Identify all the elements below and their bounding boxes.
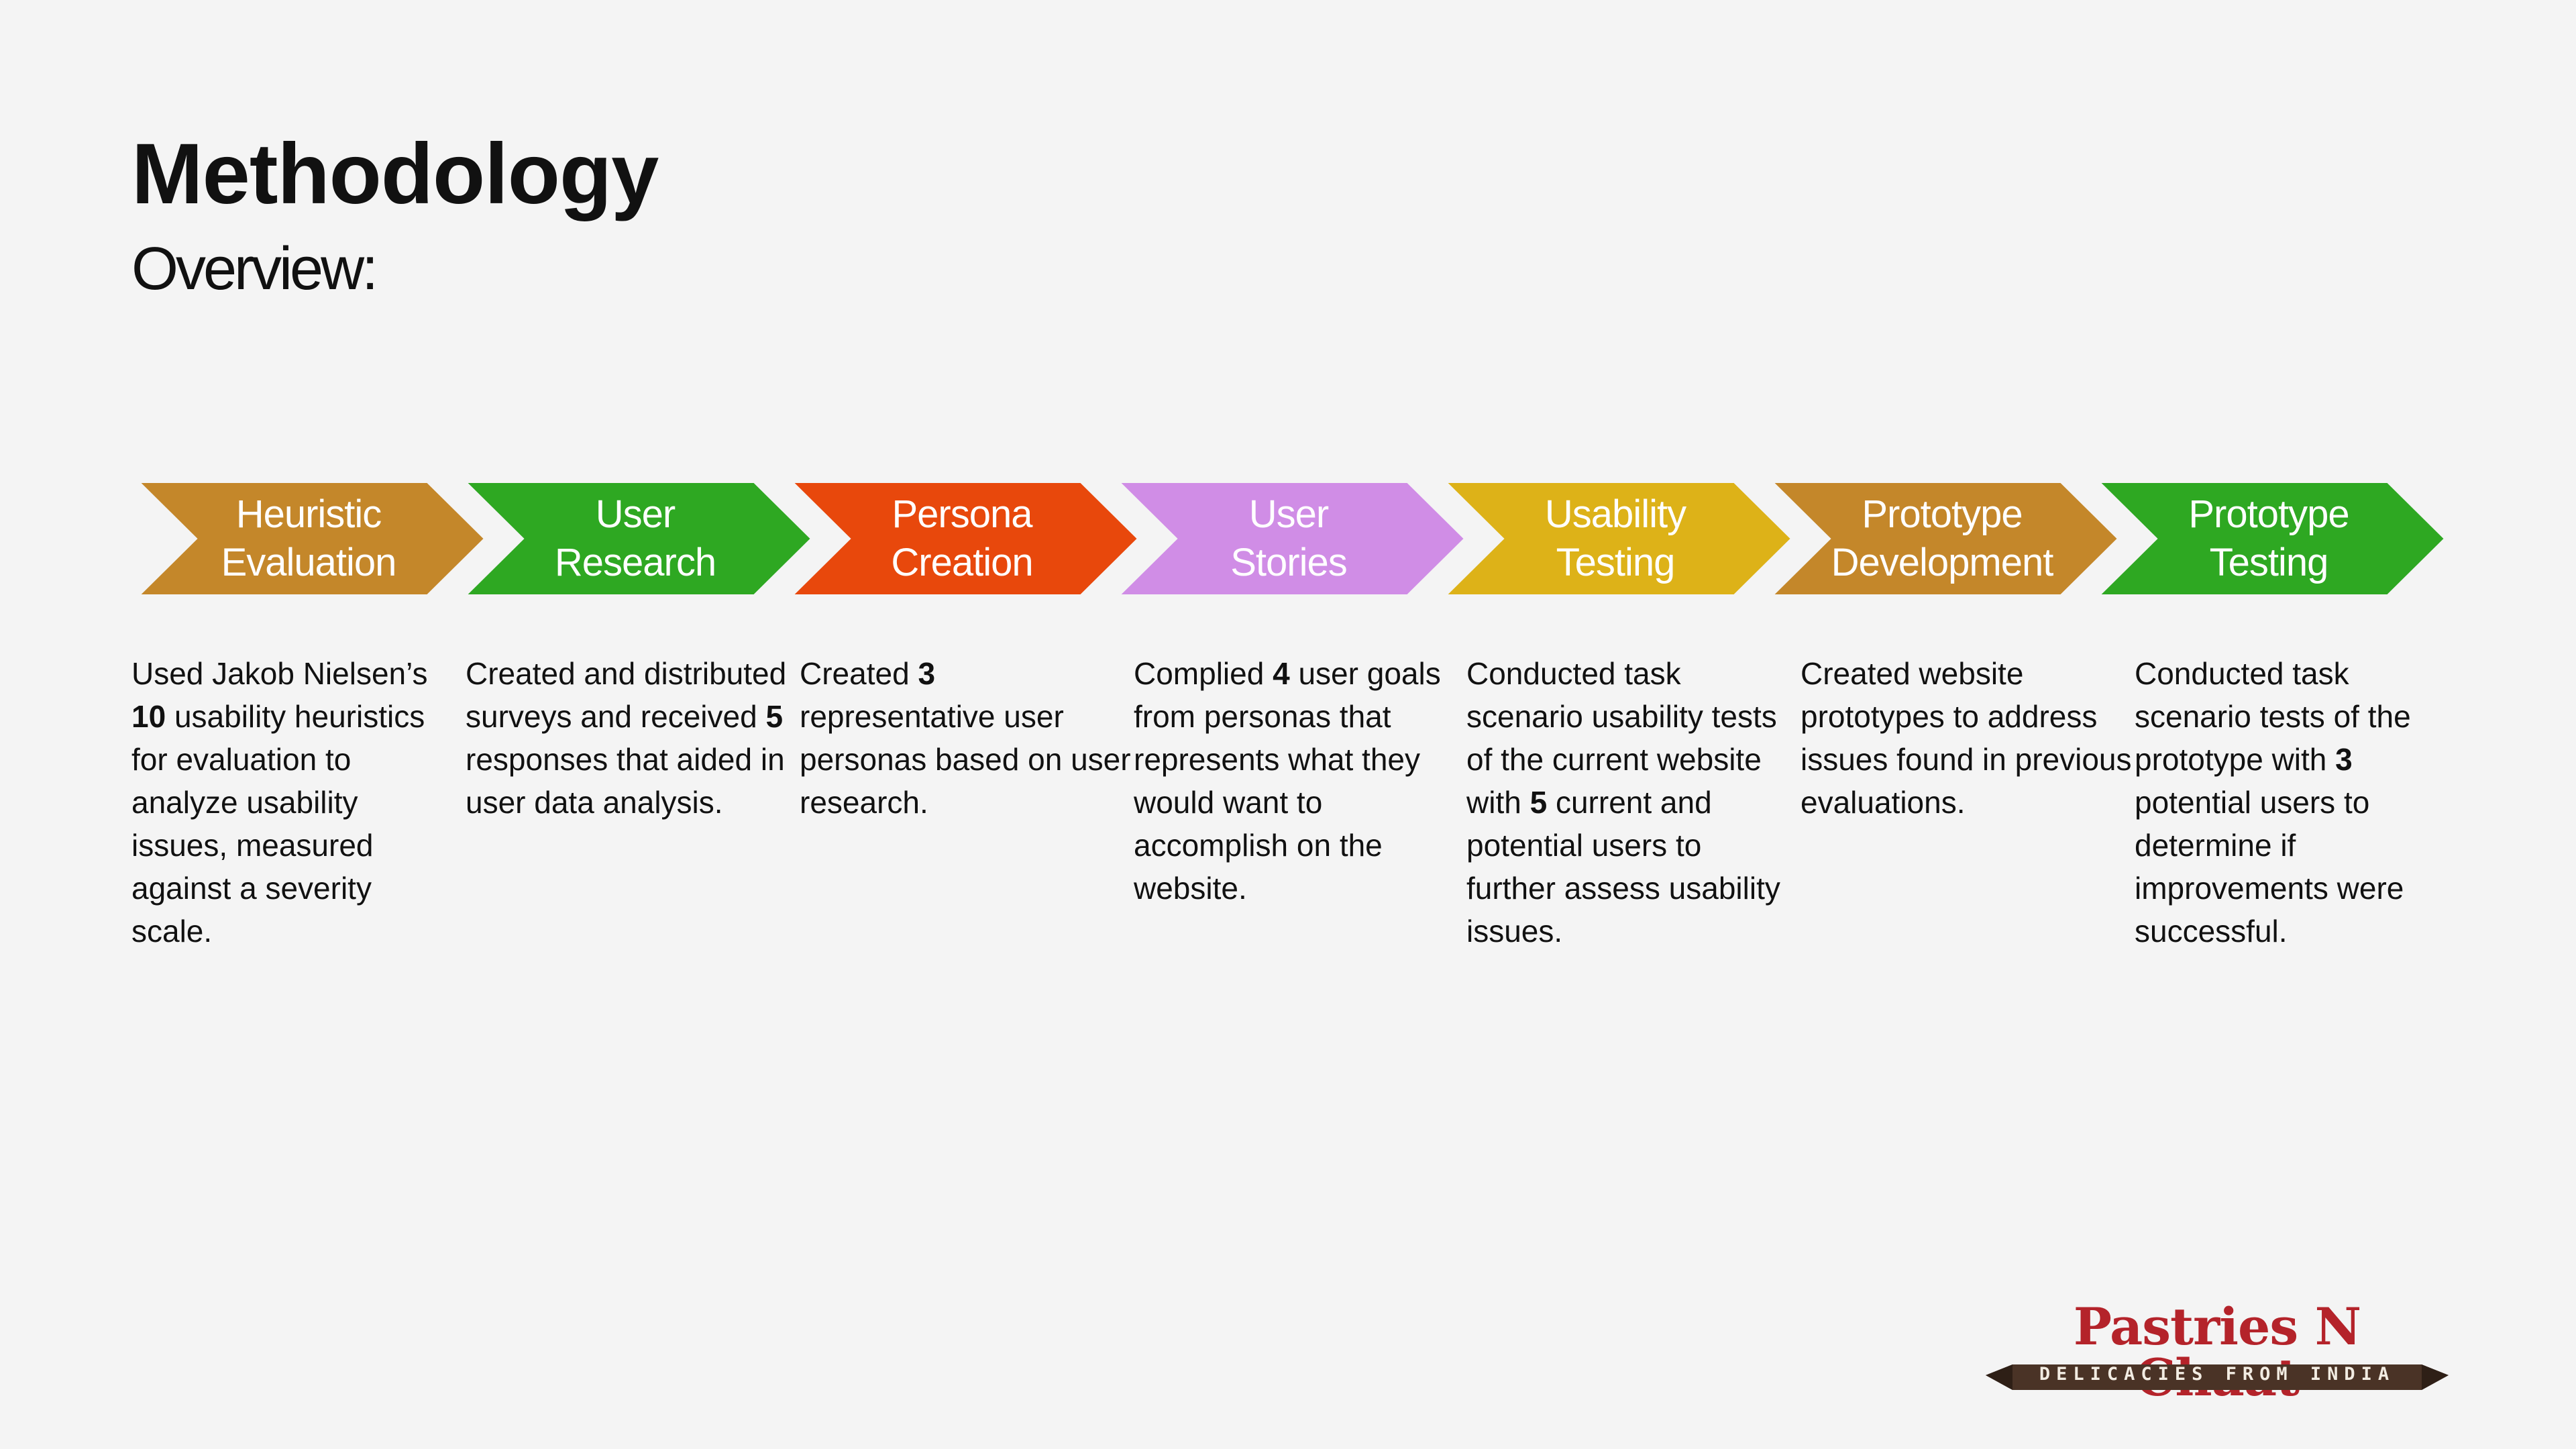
process-chevrons: [131, 479, 2449, 598]
page-subtitle: Overview:: [131, 235, 378, 303]
brand-logo-tagline: DELICACIES FROM INDIA: [2039, 1364, 2396, 1385]
step-description-usability-testing: Conducted task scenario usability tests …: [1466, 656, 1780, 949]
chevron-step-7: [2086, 479, 2449, 598]
page-title: Methodology: [131, 126, 659, 222]
chevron-step-4: [1106, 479, 1475, 598]
chevron-step-2: [452, 479, 822, 598]
step-description-user-research: Created and distributed surveys and rece…: [466, 656, 787, 820]
chevron-step-6: [1759, 479, 2129, 598]
step-description-heuristic-evaluation: Used Jakob Nielsen’s 10 usability heuris…: [131, 656, 428, 949]
step-description-prototype-testing: Conducted task scenario tests of the pro…: [2135, 656, 2411, 949]
chevron-step-3: [779, 479, 1148, 598]
brand-banner-icon: [1986, 1364, 2449, 1390]
chevron-step-5: [1432, 479, 1802, 598]
step-description-user-stories: Complied 4 user goals from personas that…: [1134, 656, 1441, 906]
step-description-persona-creation: Created 3 representative user personas b…: [800, 656, 1131, 820]
chevron-step-1: [131, 479, 495, 598]
step-description-prototype-development: Created website prototypes to address is…: [1801, 656, 2132, 820]
brand-logo: Pastries N Chaat DELICACIES FROM INDIA: [1986, 1301, 2449, 1403]
